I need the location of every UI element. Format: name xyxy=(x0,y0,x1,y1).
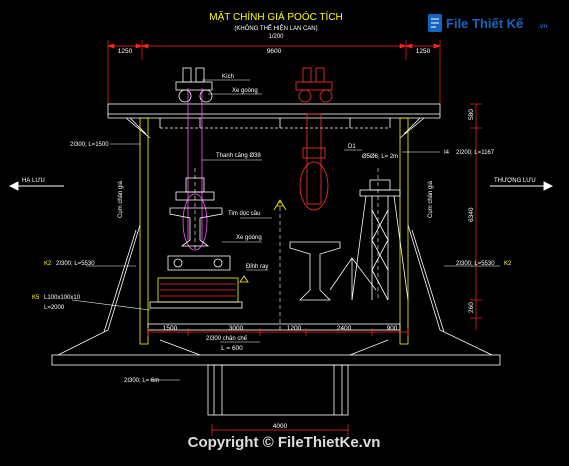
center-marker xyxy=(239,199,287,283)
dim-top-mid: 9600 xyxy=(267,48,282,55)
label-cum-chan-right: Cụm chân giá xyxy=(428,180,434,218)
label-bottom-beam: 2I300; L= 6m xyxy=(124,378,159,384)
dim-top-right: 1250 xyxy=(416,48,431,55)
flow-arrow-right xyxy=(490,181,554,191)
pier-base xyxy=(51,323,501,416)
label-ha-luu: HẠ LƯU xyxy=(22,178,45,184)
label-thuong-luu: THƯỢNG LƯU xyxy=(494,178,536,184)
leader-lines xyxy=(71,79,500,381)
dim-top-left: 1250 xyxy=(118,48,133,55)
right-column xyxy=(399,117,409,345)
label-k5-spec: L100x100x10 xyxy=(44,295,81,301)
drawing-title: MẶT CHÍNH GIÁ POÓC TÍCH xyxy=(209,10,343,23)
label-k5-len: L=2000 xyxy=(44,305,65,311)
drawing-scale: 1/200 xyxy=(268,34,284,40)
copyright-text: Copyright © FileThietKe.vn xyxy=(188,434,381,451)
label-xe-goong-mid: Xe goòng xyxy=(236,235,262,241)
dim-base-left: L = 600 xyxy=(221,345,243,352)
logo-domain: .vn xyxy=(538,23,547,30)
label-chan-che: 2I300 chân chế xyxy=(206,336,248,342)
dim-bot-4: 2400 xyxy=(337,325,352,332)
dim-bot-5: 900 xyxy=(387,325,398,332)
girder-section-left xyxy=(169,177,223,247)
label-k2-right: K2 xyxy=(504,261,512,267)
dim-bot-2: 3000 xyxy=(229,325,244,332)
label-thanh-cang: Thanh căng Ø38 xyxy=(216,153,261,159)
label-kich: Kích xyxy=(222,74,234,80)
label-d1: D1 xyxy=(348,144,356,150)
label-dinh-ray: Đỉnh ray xyxy=(246,263,268,270)
label-xe-goong-top: Xe goòng xyxy=(232,88,258,94)
top-truss-beam xyxy=(107,103,441,139)
label-k2-left-spec: 2I300; L=5530 xyxy=(56,261,95,267)
label-k5: K5 xyxy=(32,295,40,301)
top-dimension-chain xyxy=(106,40,442,104)
girder-section-right xyxy=(289,241,377,301)
label-i4: I4 xyxy=(444,150,450,156)
jack-assembly-left xyxy=(175,67,213,103)
dim-right-small: 260 xyxy=(468,302,475,313)
label-cum-chan-left: Cụm chân giá xyxy=(118,180,124,218)
dim-bot-3: 1200 xyxy=(287,325,302,332)
diagonal-legs xyxy=(57,224,493,356)
center-lines xyxy=(194,168,379,330)
dim-right-height: 6340 xyxy=(468,207,475,222)
label-k2-left: K2 xyxy=(44,261,52,267)
label-tim-doc-cau: Tim dọc cầu xyxy=(228,211,260,217)
jack-assembly-right xyxy=(295,67,333,211)
label-k2-right-spec: 2I300; L=5530 xyxy=(456,261,495,267)
tension-bars xyxy=(182,88,208,251)
drawing-subtitle: (KHÔNG THỂ HIỆN LAN CAN) xyxy=(234,24,317,32)
flow-arrow-left xyxy=(8,181,64,191)
logo-text: File Thiết Kế xyxy=(446,16,524,31)
bottom-dimension-chain xyxy=(147,328,409,436)
right-dimension-chain xyxy=(470,103,482,330)
brand-logo: File Thiết Kế .vn xyxy=(428,14,547,32)
dim-right-upper: 580 xyxy=(468,109,475,120)
rail-carriage xyxy=(149,255,243,309)
dim-bottom-total: 4000 xyxy=(273,423,288,430)
label-i4-spec: 2I200; L=1167 xyxy=(456,150,495,156)
label-beam-left: 2I300; L=1500 xyxy=(70,142,109,148)
left-column xyxy=(139,117,149,345)
dim-bot-1: 1500 xyxy=(163,325,178,332)
label-d1-spec: Ø5Ø6; L= 2m xyxy=(362,154,398,160)
trestle-tower xyxy=(351,179,409,301)
